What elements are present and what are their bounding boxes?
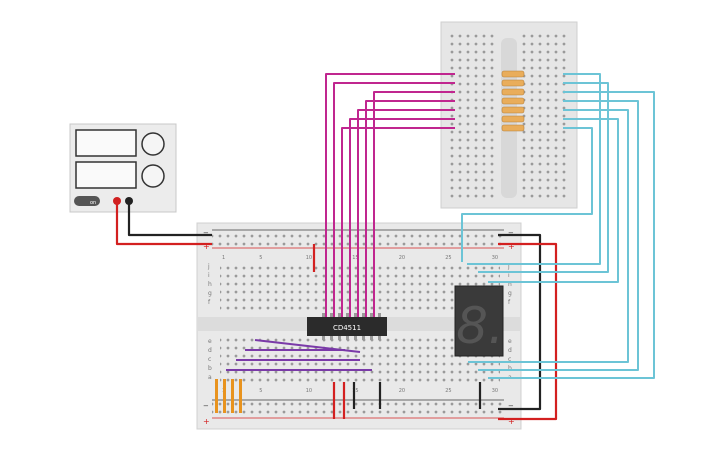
- row-letter: b: [508, 365, 512, 372]
- rail-minus-bottom-left: −: [203, 402, 209, 410]
- rail-minus-bottom-right: −: [508, 402, 514, 410]
- cyan-wires[interactable]: [461, 73, 655, 379]
- segment-digit: 8.: [456, 297, 504, 355]
- power-supply[interactable]: on: [69, 123, 177, 213]
- rail-plus-top-right: +: [508, 242, 515, 251]
- row-letter: j: [507, 263, 510, 270]
- orange-jumpers[interactable]: [215, 379, 242, 413]
- row-letter: i: [508, 272, 510, 279]
- column-number: 30: [492, 388, 498, 394]
- rail-plus-top-left: +: [203, 242, 210, 251]
- rail-minus-top-left: −: [203, 229, 209, 237]
- row-letter: c: [208, 356, 211, 363]
- row-letter: e: [508, 338, 512, 345]
- row-letter: b: [208, 365, 212, 372]
- row-letter: d: [508, 347, 512, 354]
- row-letter: a: [208, 374, 212, 381]
- column-number: 20: [399, 255, 405, 261]
- column-number: 20: [399, 388, 405, 394]
- resistor-array[interactable]: [501, 70, 525, 132]
- row-letter: g: [508, 290, 512, 297]
- row-letter: h: [508, 281, 512, 288]
- column-number: 15: [352, 388, 358, 394]
- current-display: [75, 161, 137, 189]
- power-button: [74, 196, 100, 206]
- seven-segment-display[interactable]: 8.: [454, 285, 504, 357]
- column-number: 10: [306, 388, 312, 394]
- column-number: 1: [222, 255, 225, 261]
- row-letter: h: [208, 281, 212, 288]
- row-letter: d: [208, 347, 212, 354]
- purple-wires[interactable]: [226, 339, 372, 371]
- row-letter: f: [208, 299, 211, 306]
- row-letter: g: [208, 290, 212, 297]
- row-letter: c: [508, 356, 511, 363]
- column-number: 15: [352, 255, 358, 261]
- mini-breadboard[interactable]: [440, 21, 578, 209]
- column-number: 30: [492, 255, 498, 261]
- power-wires[interactable]: [115, 201, 558, 421]
- power-button-label: on: [90, 200, 96, 206]
- column-number: 10: [306, 255, 312, 261]
- row-letter: i: [208, 272, 210, 279]
- voltage-display: [75, 129, 137, 157]
- voltage-knob: [141, 132, 165, 156]
- row-letter: j: [207, 263, 210, 270]
- current-knob: [141, 164, 165, 188]
- rail-plus-bottom-left: +: [203, 417, 210, 426]
- column-number: 5: [259, 255, 262, 261]
- rail-minus-top-right: −: [508, 229, 514, 237]
- cd4511-chip[interactable]: CD4511: [307, 313, 387, 340]
- row-letter: f: [508, 299, 511, 306]
- row-letter: e: [208, 338, 212, 345]
- column-number: 25: [445, 255, 451, 261]
- rail-plus-bottom-right: +: [508, 417, 515, 426]
- magenta-wires[interactable]: [325, 73, 455, 318]
- column-number: 25: [445, 388, 451, 394]
- column-number: 5: [259, 388, 262, 394]
- chip-label: CD4511: [333, 324, 361, 332]
